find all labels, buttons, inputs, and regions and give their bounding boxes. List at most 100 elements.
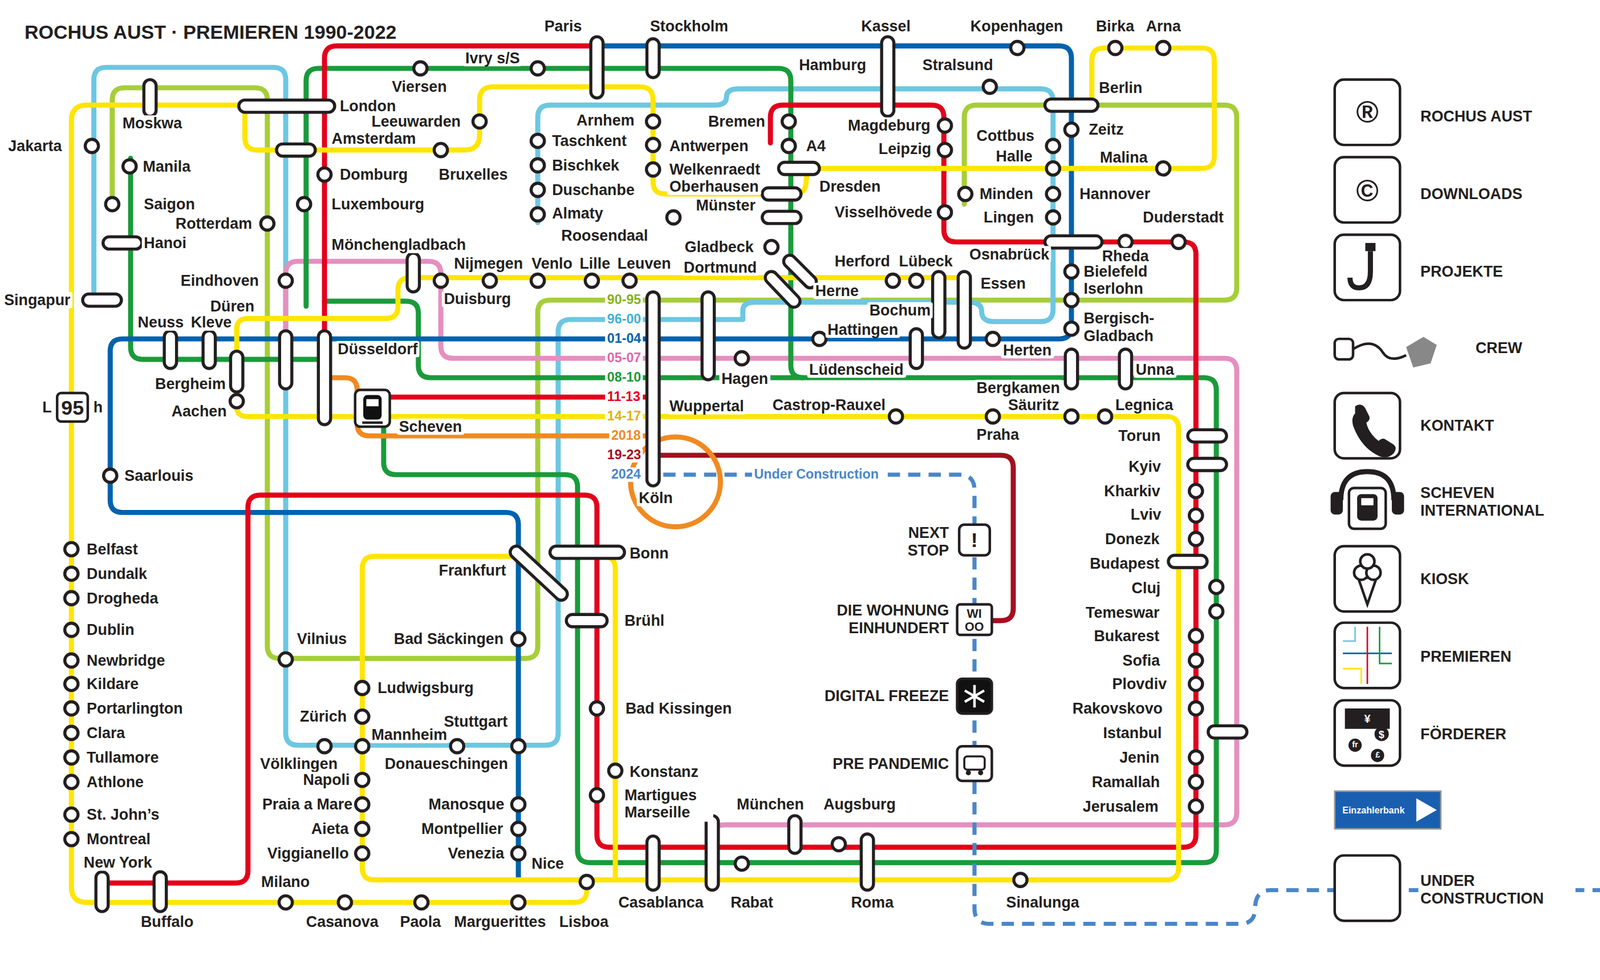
- interchange-bar: [1214, 724, 1242, 740]
- line-route: [324, 377, 653, 436]
- line-route: [102, 104, 1196, 883]
- station-dot: [511, 895, 525, 909]
- interchange-bar: [592, 42, 602, 92]
- station-label: Eindhoven: [178, 271, 261, 290]
- icon-glyph: fr: [1350, 740, 1361, 750]
- station-label: Donezk: [1102, 530, 1162, 548]
- station-label: Arna: [1143, 17, 1183, 35]
- station-label: Bad Kissingen: [623, 699, 734, 717]
- interchange-bar: [648, 298, 658, 481]
- station-dot: [1189, 750, 1203, 764]
- station-label: Mönchengladbach: [329, 236, 469, 254]
- station-label: Tullamore: [84, 748, 161, 766]
- sidebar-icon: [1379, 626, 1392, 664]
- station-label: Antwerpen: [667, 137, 751, 155]
- station-dot: [414, 895, 428, 909]
- station-label: Saarlouis: [122, 466, 196, 485]
- station-label: Roosendaal: [559, 226, 651, 245]
- interchange-bar: [1064, 355, 1080, 383]
- station-label: Völklingen: [258, 754, 340, 772]
- station-dot: [1189, 484, 1203, 498]
- station-dot: [986, 409, 1000, 424]
- icon-glyph: ®: [1354, 94, 1382, 129]
- station-label: Säuritz: [1005, 396, 1062, 414]
- station-dot: [530, 273, 544, 287]
- sidebar-icon: [1334, 790, 1441, 829]
- station-label: Bremen: [705, 112, 767, 131]
- interchange-bar: [88, 295, 116, 305]
- map-icon: [964, 684, 985, 708]
- legend-label: DOWNLOADS: [1418, 185, 1525, 203]
- station-label: L: [40, 398, 55, 416]
- station-label: Lisboa: [557, 912, 611, 931]
- line-route: [94, 67, 654, 745]
- station-label: Bielefeld: [1081, 262, 1150, 280]
- station-label: Scheven: [396, 417, 465, 436]
- sidebar-icon: [1330, 492, 1343, 515]
- station-label: Bergisch- Gladbach: [1081, 310, 1188, 345]
- legend-label: KONTAKT: [1418, 416, 1496, 434]
- station-label: Mannheim: [369, 725, 450, 743]
- interchange-bar: [703, 298, 713, 374]
- icon-glyph: !: [968, 528, 980, 552]
- station-label: Manosque: [426, 795, 507, 813]
- interchange-bar: [931, 277, 947, 332]
- station-dot: [317, 167, 331, 181]
- icon-glyph: £: [1373, 750, 1383, 760]
- line-route: [555, 555, 616, 880]
- interchange-bar: [1194, 428, 1221, 444]
- interchange-bar: [959, 277, 969, 343]
- station-label: Drogheda: [84, 589, 161, 607]
- station-dot: [297, 197, 311, 211]
- station-label: Kassel: [859, 17, 913, 35]
- station-dot: [65, 591, 79, 605]
- station-dot: [1189, 774, 1203, 789]
- interchange-bar: [648, 45, 658, 72]
- station-label: Istanbul: [1101, 724, 1164, 742]
- station-dot: [65, 653, 79, 667]
- station-label: Domburg: [337, 165, 410, 184]
- station-label: Leipzig: [876, 140, 934, 158]
- station-dot: [472, 114, 486, 128]
- map-icon: [363, 395, 382, 420]
- interchange-bar: [282, 145, 310, 155]
- station-dot: [511, 632, 525, 646]
- interchange-bar: [645, 45, 661, 72]
- icon-label: DIE WOHNUNG EINHUNDERT: [819, 602, 952, 637]
- station-label: Lingen: [981, 208, 1037, 226]
- station-dot: [433, 143, 448, 157]
- interchange-bar: [707, 821, 717, 884]
- interchange-bar: [589, 42, 605, 92]
- station-label: Cluj: [1129, 579, 1163, 597]
- station-dot: [123, 159, 137, 173]
- station-dot: [590, 701, 604, 715]
- station-label: Moskwa: [120, 114, 185, 132]
- sidebar-icon: [1370, 748, 1384, 762]
- station-label: Dortmund: [681, 258, 759, 276]
- station-dot: [646, 162, 660, 176]
- station-dot: [530, 183, 544, 197]
- station-dot: [413, 61, 428, 75]
- station-label: Venezia: [445, 844, 507, 862]
- station-label: Stralsund: [920, 56, 996, 74]
- station-label: Arnhem: [574, 111, 637, 129]
- station-dot: [1013, 872, 1027, 887]
- station-label: New York: [81, 853, 154, 871]
- station-label: Welkenraedt: [667, 160, 762, 178]
- station-label: Paola: [398, 912, 444, 931]
- year-label: 96-00: [604, 311, 644, 327]
- station-label: Singapur: [2, 291, 73, 309]
- sidebar-icon: [1349, 487, 1386, 529]
- line-route: [663, 474, 1600, 924]
- year-label: 11-13: [604, 389, 643, 405]
- station-label: Magdeburg: [846, 116, 933, 134]
- station-dot: [278, 273, 292, 287]
- station-label: Herten: [1001, 341, 1054, 359]
- station-dot: [65, 566, 79, 580]
- station-dot: [1010, 41, 1025, 55]
- station-label: Rakovskovo: [1070, 699, 1165, 717]
- interchange-bar: [108, 238, 136, 248]
- station-label: Gladbeck: [682, 238, 756, 256]
- station-label: Bergheim: [152, 375, 228, 393]
